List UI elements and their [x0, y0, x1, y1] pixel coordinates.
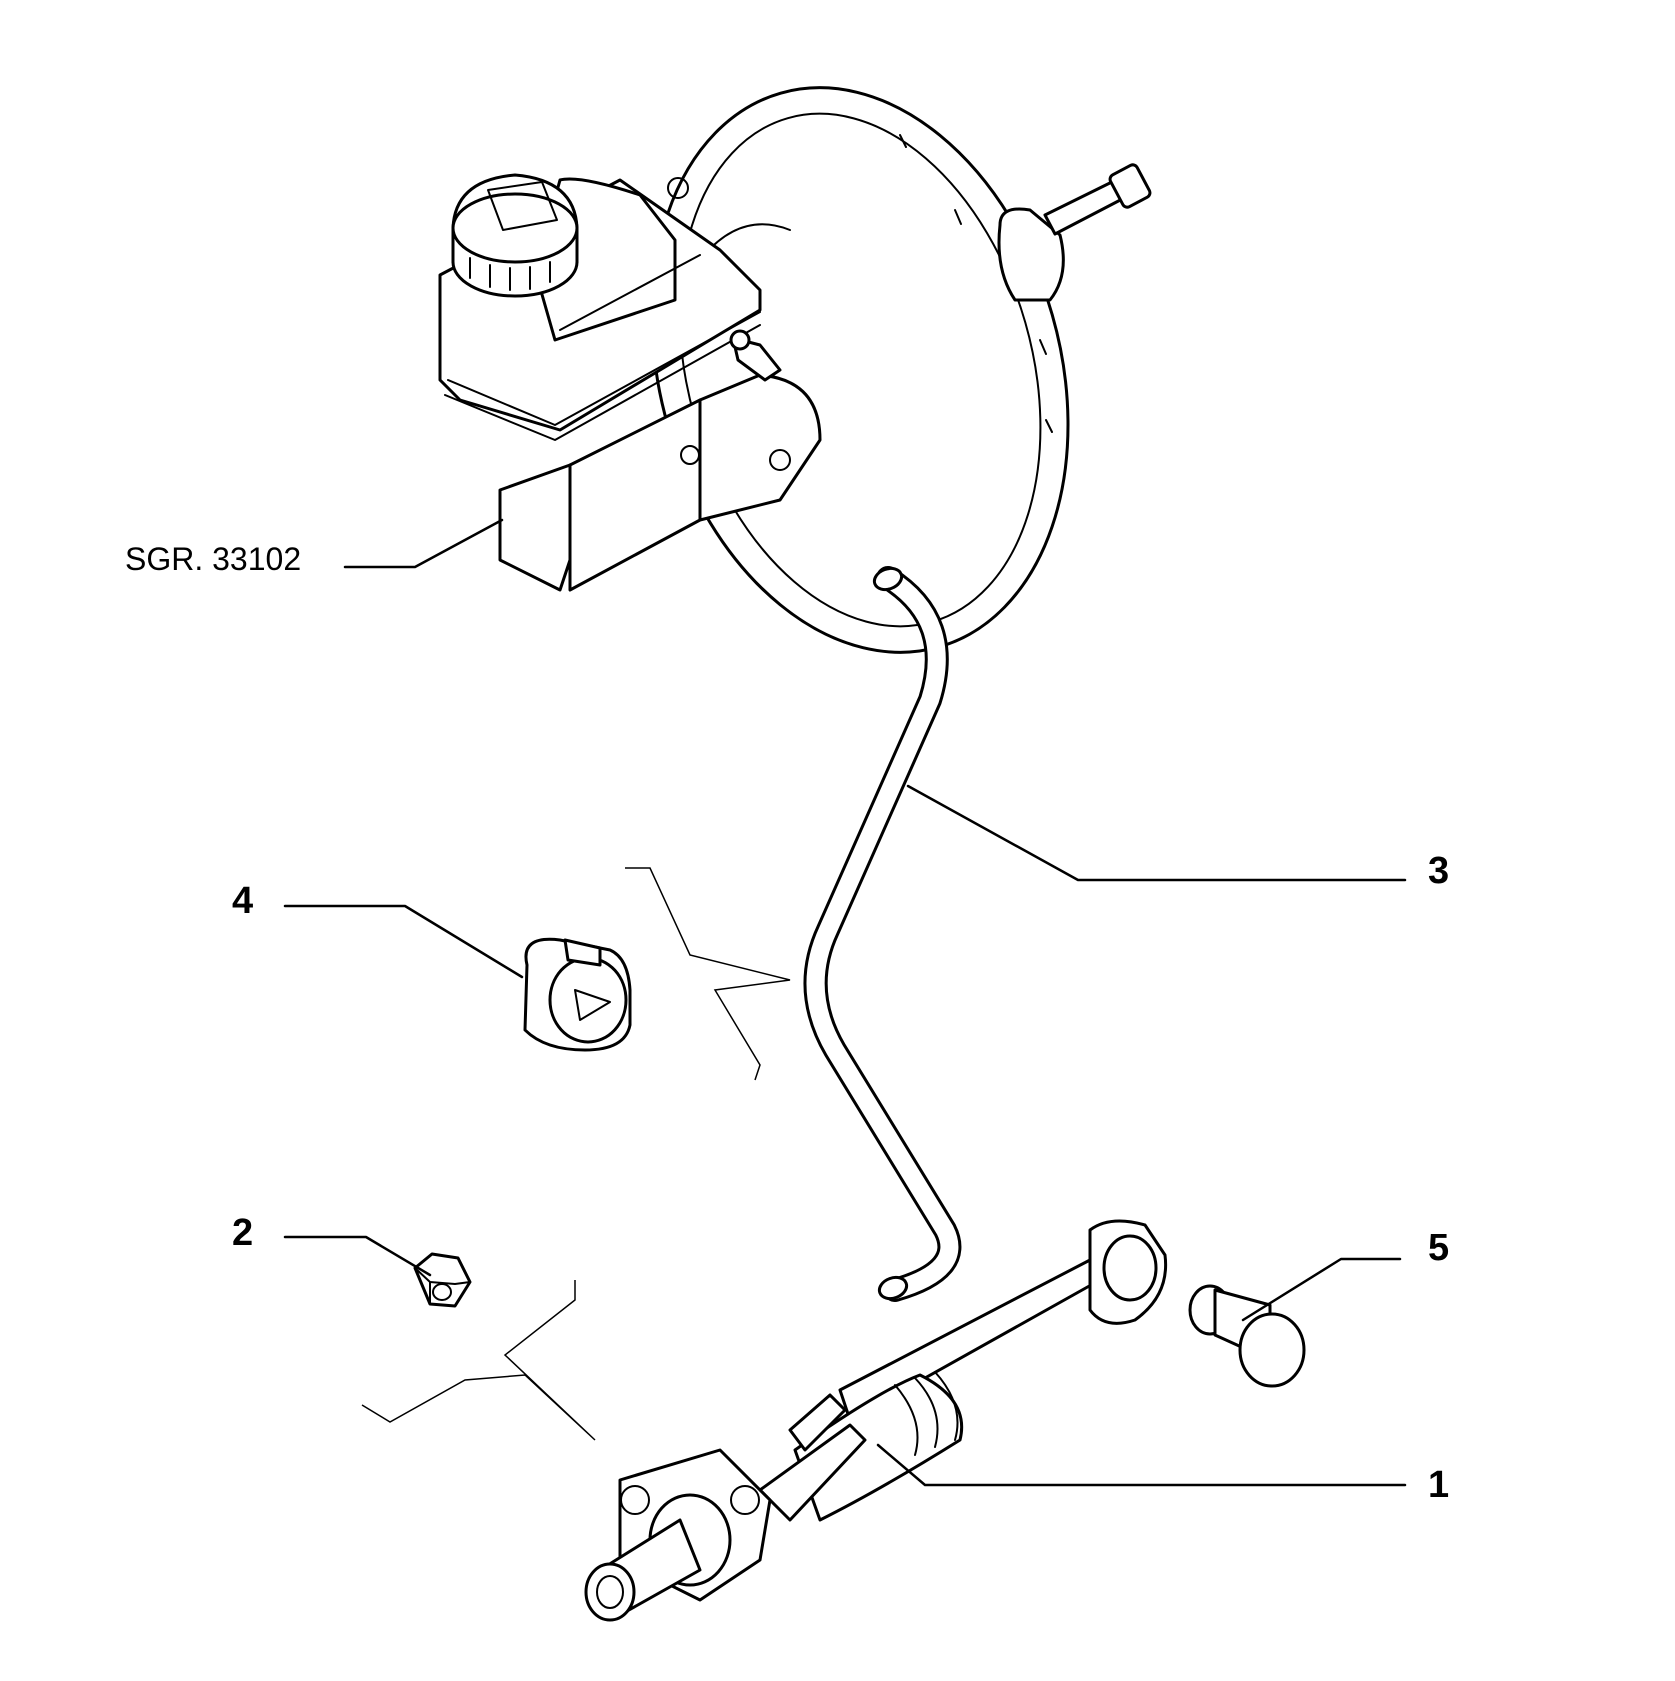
- hose-part-3: [803, 566, 962, 1302]
- nut-part-2: [413, 1252, 472, 1308]
- cylinder-part-1: [584, 1219, 1168, 1622]
- callout-3: 3: [1428, 850, 1450, 892]
- brake-booster: [650, 86, 1152, 654]
- callout-2: 2: [232, 1212, 254, 1254]
- callout-5: 5: [1428, 1227, 1450, 1269]
- master-cylinder: [438, 173, 822, 592]
- pin-part-5: [1188, 1284, 1306, 1388]
- leader-lines: [283, 518, 1407, 1487]
- callout-4: 4: [232, 880, 254, 922]
- clip-part-4: [523, 937, 632, 1052]
- section-break-lines: [361, 867, 791, 1441]
- callout-1: 1: [1428, 1464, 1450, 1506]
- reference-label: SGR. 33102: [125, 541, 302, 577]
